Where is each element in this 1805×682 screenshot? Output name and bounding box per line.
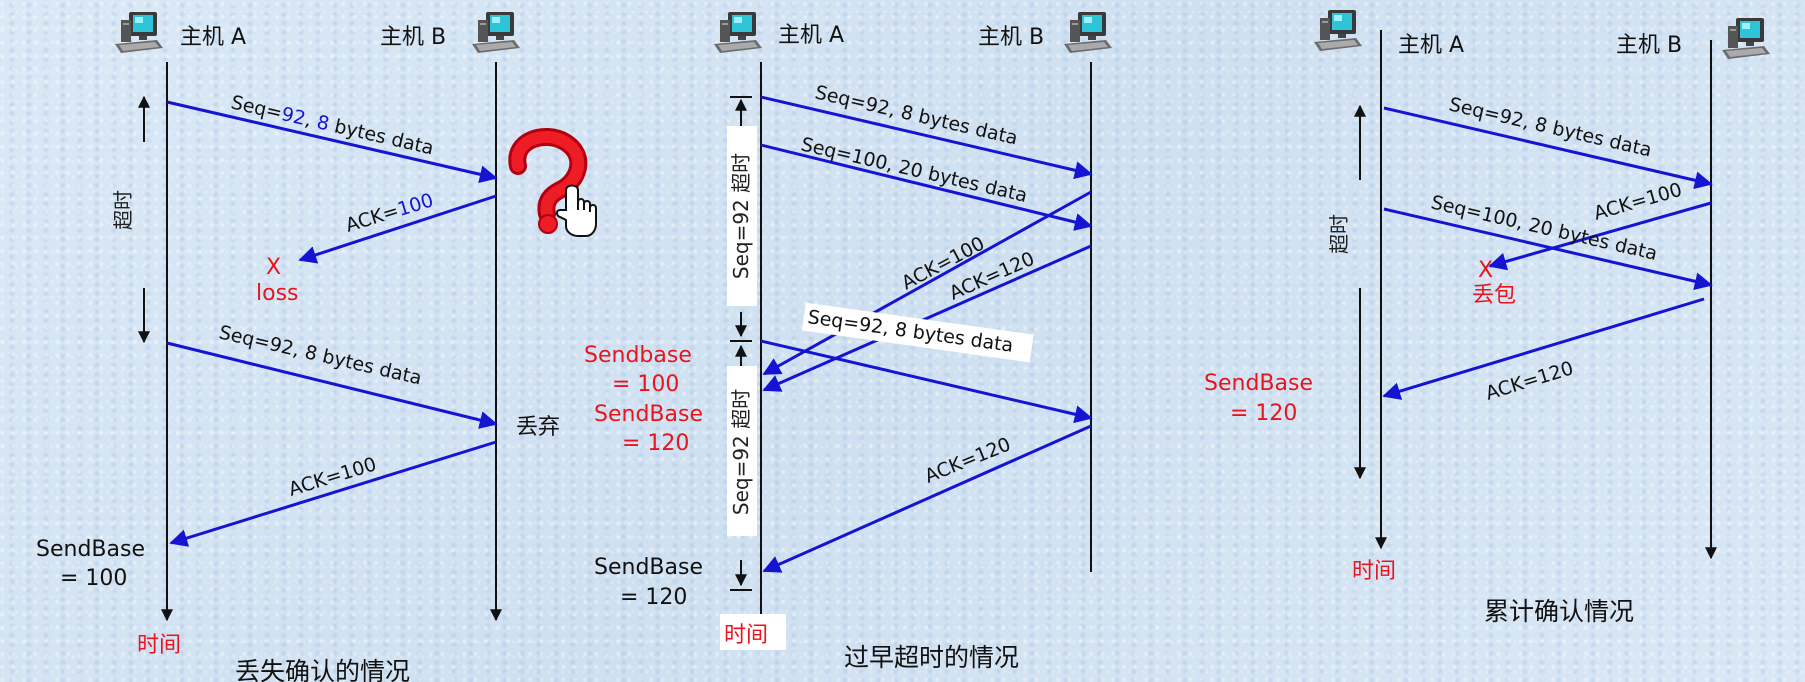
segment-label: Seq=92, 8 bytes data xyxy=(229,91,436,159)
timeout-label-bg xyxy=(727,366,757,536)
computer-icon xyxy=(714,12,762,53)
timeout-label: 超时 xyxy=(1327,214,1351,254)
segment-arrow xyxy=(760,339,1093,424)
segment-arrow xyxy=(760,95,1093,180)
sendbase-label: Sendbase xyxy=(584,343,692,368)
loss-label: 丢包 xyxy=(1472,283,1516,308)
host-a-label: 主机 A xyxy=(778,23,844,48)
ack-arrow xyxy=(762,244,1092,392)
diagram-lost-ack: 主机 A 主机 B 超时 Seq=92, 8 bytes data ACK=10… xyxy=(36,12,597,682)
ack-arrow xyxy=(762,424,1092,573)
segment-label: Seq=92, 8 bytes data xyxy=(806,306,1014,357)
segment-label: Seq=92, 8 bytes data xyxy=(1447,93,1654,161)
diagram-premature-timeout: 主机 A 主机 B Seq=92 超时 Seq=92 超时 Seq=92, 8 … xyxy=(584,12,1112,672)
caption: 丢失确认的情况 xyxy=(235,657,410,682)
discard-label: 丢弃 xyxy=(516,415,560,440)
loss-label: loss xyxy=(256,281,299,306)
host-a-label: 主机 A xyxy=(1398,33,1464,58)
sendbase-value: = 120 xyxy=(1230,401,1297,426)
time-label: 时间 xyxy=(724,623,768,648)
ack-label: ACK=120 xyxy=(1483,357,1576,405)
computer-icon xyxy=(1064,12,1112,53)
sendbase-value: = 100 xyxy=(60,566,127,591)
segment-arrow xyxy=(1383,106,1713,190)
host-a-label: 主机 A xyxy=(180,25,246,50)
time-label: 时间 xyxy=(1352,559,1396,584)
diagram-cumulative-ack: 主机 A 主机 B 超时 Seq=92, 8 bytes data ACK=10… xyxy=(1204,10,1770,626)
timeout-label: Seq=92 超时 xyxy=(729,389,753,515)
host-b-label: 主机 B xyxy=(380,25,446,50)
sendbase-label: SendBase xyxy=(36,537,145,562)
sendbase-label: SendBase xyxy=(594,402,703,427)
pointing-hand-icon xyxy=(556,184,597,237)
host-b-label: 主机 B xyxy=(978,25,1044,50)
computer-icon xyxy=(115,12,163,53)
ack-arrow xyxy=(298,194,497,264)
host-b-label: 主机 B xyxy=(1616,33,1682,58)
computer-icon xyxy=(1314,10,1362,51)
ack-arrow xyxy=(1488,201,1712,271)
sendbase-value: = 120 xyxy=(622,431,689,456)
ack-arrow xyxy=(762,190,1092,376)
caption: 过早超时的情况 xyxy=(844,643,1019,672)
timeout-label-bg xyxy=(727,126,757,306)
computer-icon xyxy=(1722,18,1770,59)
sendbase-label: SendBase xyxy=(594,555,703,580)
retransmit-label-box: Seq=92, 8 bytes data xyxy=(801,302,1034,363)
loss-mark: X xyxy=(1478,258,1493,283)
sendbase-value: = 100 xyxy=(612,372,679,397)
sendbase-value: = 120 xyxy=(620,585,687,610)
timeout-label: Seq=92 超时 xyxy=(729,153,753,279)
timeout-label: 超时 xyxy=(111,190,135,230)
ack-label: ACK=100 xyxy=(1591,179,1684,225)
ack-arrow xyxy=(1382,297,1705,400)
sendbase-label: SendBase xyxy=(1204,371,1313,396)
caption: 累计确认情况 xyxy=(1484,597,1634,626)
computer-icon xyxy=(472,12,520,53)
ack-arrow xyxy=(169,440,497,547)
segment-arrow xyxy=(166,100,498,184)
segment-arrow xyxy=(166,341,498,429)
time-label-bg xyxy=(720,614,786,650)
segment-arrow xyxy=(760,143,1093,231)
question-mark-icon xyxy=(508,127,588,234)
loss-mark: X xyxy=(266,255,281,280)
segment-arrow xyxy=(1383,207,1713,291)
time-label: 时间 xyxy=(137,633,181,658)
